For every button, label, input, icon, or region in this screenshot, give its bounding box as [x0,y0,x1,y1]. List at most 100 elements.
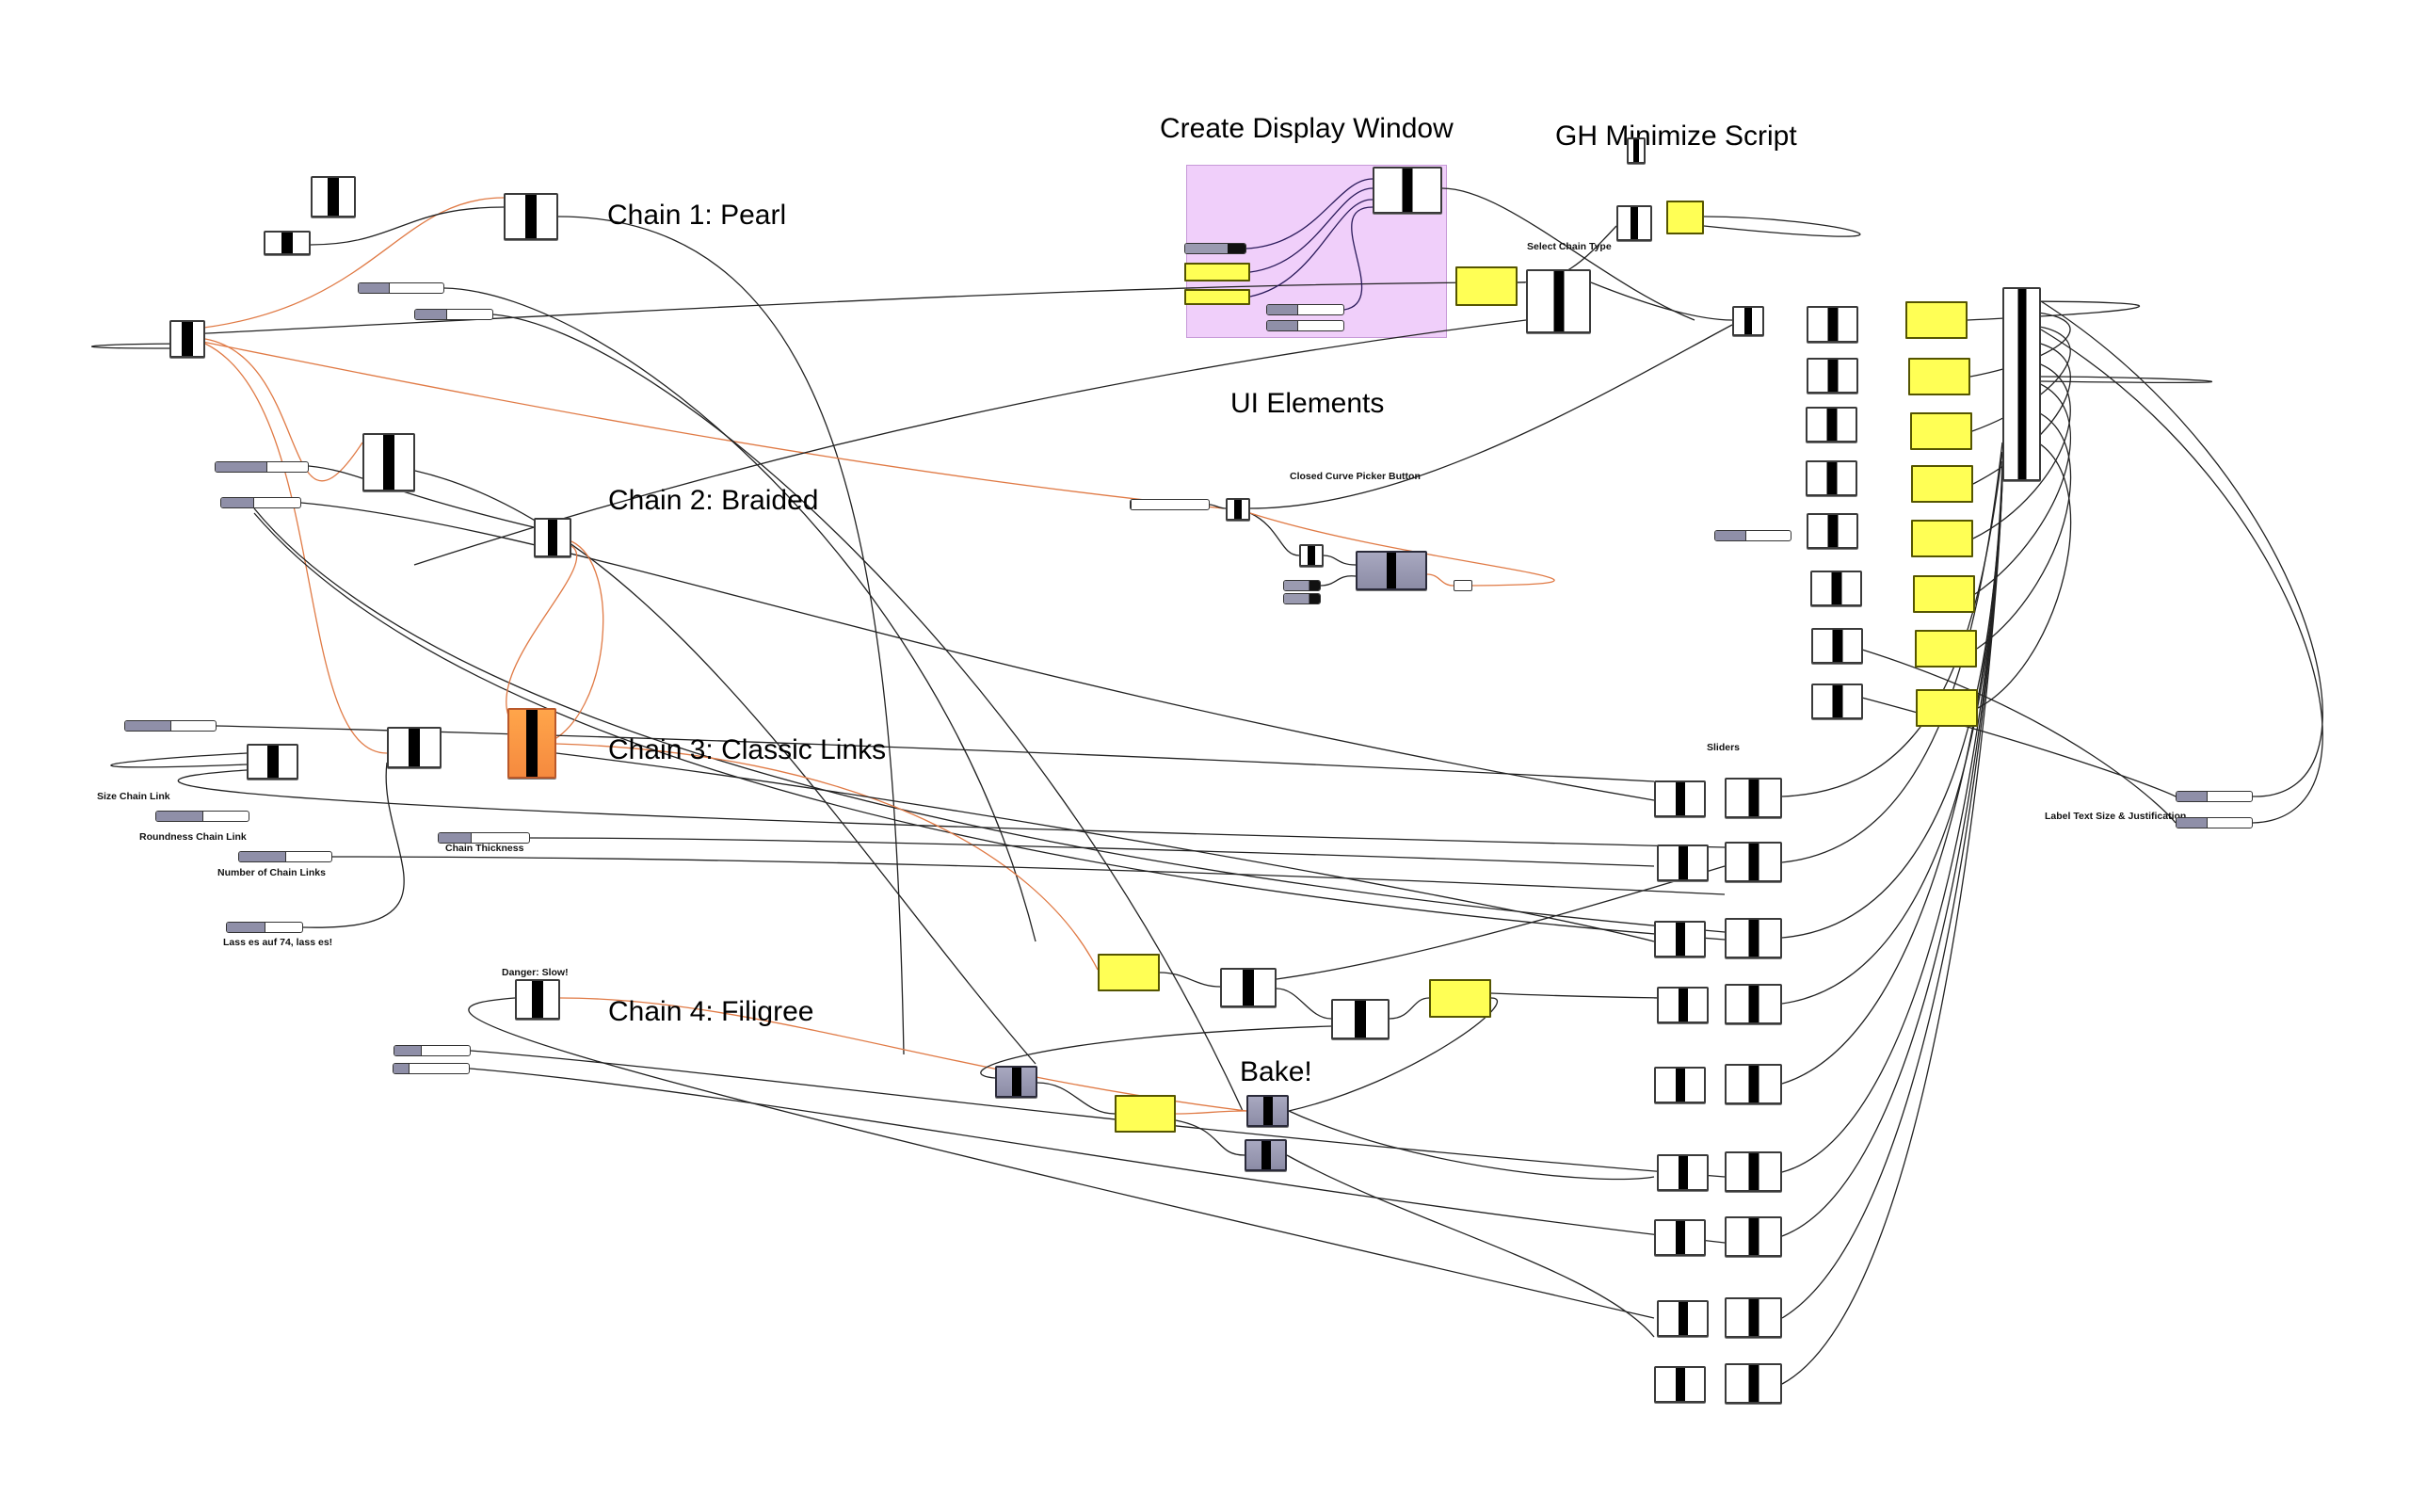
wire [1249,512,1300,556]
bake-input-component[interactable] [995,1066,1037,1098]
right-row-panel-4[interactable] [1911,465,1973,503]
middle-panel-1[interactable] [1098,954,1160,991]
right-row-panel-6[interactable] [1913,575,1975,613]
right-row-panel-3[interactable] [1910,412,1972,450]
curve-picker-button-grey[interactable] [1356,551,1427,590]
chain2-component[interactable] [362,433,415,491]
slider-chain-thickness[interactable] [438,832,530,844]
slider-chain2-b[interactable] [220,497,301,508]
yellow-panel[interactable] [1666,201,1704,234]
slider-group-output[interactable] [1725,1363,1782,1404]
bake-button-component[interactable] [1246,1095,1289,1127]
component-node[interactable] [1331,999,1390,1039]
right-row-panel-1[interactable] [1905,301,1968,339]
slider-chain2-a[interactable] [215,461,309,473]
slider-group-component[interactable] [1657,1154,1709,1191]
component-node[interactable] [311,176,356,217]
label-output-merge-component[interactable] [2002,287,2041,481]
bake-panel[interactable] [1115,1095,1176,1133]
slider-group-component[interactable] [1654,1366,1706,1403]
wire [253,507,1726,933]
title-gh-minimize-script: GH Minimize Script [1555,121,1797,152]
curve-picker-component[interactable] [1226,498,1250,521]
right-row-panel-8[interactable] [1916,689,1978,727]
component-node[interactable] [387,727,442,768]
display-window-panel-1[interactable] [1184,263,1250,281]
display-window-component[interactable] [1373,167,1442,214]
right-row-component-5[interactable] [1807,513,1858,549]
chain-selector-node[interactable] [169,320,205,358]
right-row-component-4[interactable] [1806,460,1857,496]
right-row-component-2[interactable] [1807,358,1858,394]
wire [1441,187,1695,321]
slider-group-component[interactable] [1657,987,1709,1023]
right-row-panel-2[interactable] [1908,358,1970,395]
chain3-component-orange[interactable] [507,708,556,779]
slider-group-output[interactable] [1725,1297,1782,1338]
slider-group-component[interactable] [1657,844,1709,881]
slider-group-output[interactable] [1725,918,1782,958]
component-node[interactable] [1299,544,1324,567]
right-row-component-8[interactable] [1811,684,1863,719]
wire [1036,1082,1116,1115]
slider-group-output[interactable] [1725,1151,1782,1192]
component-node[interactable] [1220,968,1277,1007]
select-chain-type-component[interactable] [1526,269,1591,333]
slider-label-text-size[interactable] [2176,791,2253,802]
bake-component[interactable] [1245,1139,1287,1171]
wire [1249,187,1374,273]
slider-size-chain-link[interactable] [155,811,249,822]
slider-chain1-a[interactable] [358,282,444,294]
slider-display-window-toggle[interactable] [1184,243,1246,254]
wire [1343,206,1374,311]
slider-group-output[interactable] [1725,984,1782,1024]
right-row-component-1[interactable] [1807,306,1858,343]
wire [331,856,1726,895]
component-node[interactable] [1616,205,1652,241]
right-row-component-7[interactable] [1811,628,1863,664]
slider-number-of-chain-links[interactable] [226,922,303,933]
slider-group-output[interactable] [1725,1064,1782,1104]
select-chain-type-panel[interactable] [1455,266,1518,306]
wire [1781,479,2003,1385]
component-node[interactable] [247,744,298,780]
component-node[interactable] [264,231,311,255]
right-row-panel-5[interactable] [1911,520,1973,557]
slider-chain1-b[interactable] [414,309,493,320]
slider-group-component[interactable] [1657,1300,1709,1337]
right-row-panel-7[interactable] [1915,630,1977,668]
slider-display-window-b[interactable] [1266,320,1344,331]
slider-chain4-b[interactable] [393,1063,470,1074]
slider-chain4-a[interactable] [394,1045,471,1056]
slider-group-component[interactable] [1654,1067,1706,1103]
component-node[interactable] [1732,306,1764,336]
slider-group-component[interactable] [1654,921,1706,957]
display-window-panel-2[interactable] [1184,289,1250,305]
slider-roundness-chain-link[interactable] [238,851,332,862]
slider-group-output[interactable] [1725,1216,1782,1257]
component-node[interactable] [534,518,571,557]
slider-label-justification[interactable] [2176,817,2253,828]
slider-group-output[interactable] [1725,778,1782,818]
wire [529,837,1655,867]
slider-group-component[interactable] [1654,780,1706,817]
toggle-b[interactable] [1283,593,1321,604]
middle-panel-2[interactable] [1429,979,1491,1018]
slider-group-output[interactable] [1725,842,1782,882]
chain4-component[interactable] [515,979,560,1020]
wire [1286,1154,1655,1338]
slider-right-mid[interactable] [1714,530,1791,541]
slider-chain3-top[interactable] [124,720,217,732]
curve-picker-output[interactable] [1454,580,1472,591]
right-row-component-6[interactable] [1810,571,1862,606]
wire [1249,199,1374,298]
curve-picker-input[interactable] [1130,499,1210,510]
right-row-component-3[interactable] [1806,407,1857,442]
gh-minimize-script-component[interactable] [1627,137,1646,164]
slider-group-component[interactable] [1654,1219,1706,1256]
title-chain-4: Chain 4: Filigree [608,996,814,1027]
slider-display-window-a[interactable] [1266,304,1344,315]
chain1-component[interactable] [504,193,558,240]
toggle-a[interactable] [1283,580,1321,591]
